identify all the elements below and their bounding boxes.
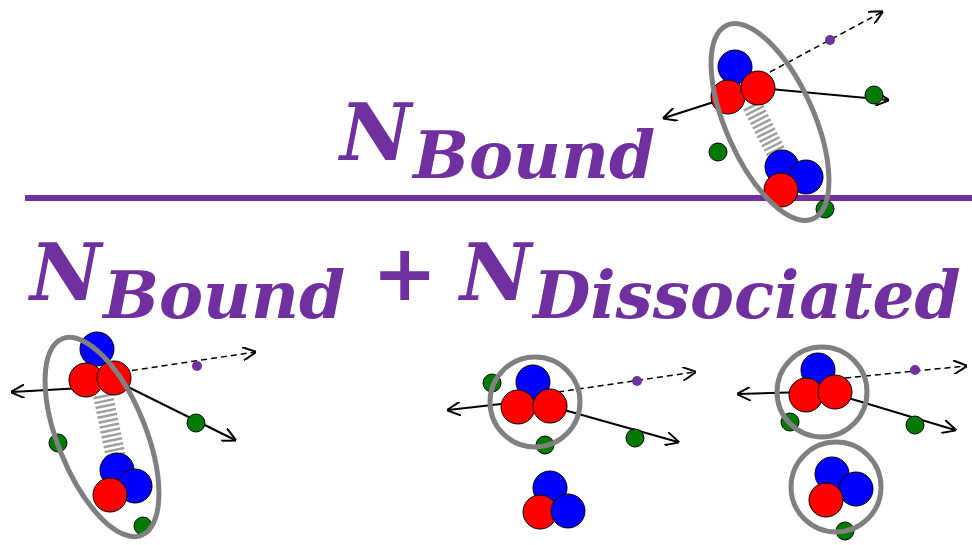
- variable-symbol: N: [340, 94, 411, 172]
- plus-sign: +: [372, 234, 437, 312]
- bound-pair: [741, 71, 775, 105]
- dissociated-pair: [448, 357, 695, 529]
- variable-symbol: N: [460, 234, 531, 312]
- dissociated-pair: [791, 442, 881, 532]
- dissociated-pair: [550, 406, 678, 442]
- bound-pair: [825, 35, 835, 45]
- dissociated-pair: [738, 347, 966, 540]
- dissociated-pair: [626, 429, 644, 447]
- bound-pair: [122, 352, 255, 372]
- dissociated-pair: [839, 472, 873, 506]
- bound-pair: [114, 380, 235, 440]
- bound-pair: [93, 478, 127, 512]
- bound-pair: [12, 322, 255, 545]
- dissociated-pair: [533, 389, 567, 423]
- dissociated-pair: [490, 357, 580, 447]
- bound-pair: [21, 322, 182, 545]
- dissociated-pair: [501, 390, 535, 424]
- dissociated-pair: [809, 483, 843, 517]
- dissociated-pair: [777, 347, 867, 437]
- dissociated-pair: [818, 375, 852, 409]
- subscript: Bound: [413, 122, 655, 188]
- bound-pair: [664, 7, 888, 236]
- bound-pair: [187, 414, 205, 432]
- bound-pair: [709, 143, 727, 161]
- bound-pair: [192, 361, 202, 371]
- dissociated-pair: [910, 365, 920, 375]
- bound-pair: [865, 86, 883, 104]
- bound-pair: [687, 7, 854, 236]
- dissociated-pair: [906, 416, 924, 434]
- subscript: Bound: [103, 262, 345, 328]
- dissociated-pair: [551, 494, 585, 528]
- subscript: Dissociated: [533, 262, 960, 328]
- variable-symbol: N: [30, 234, 101, 312]
- bound-pair: [103, 395, 116, 458]
- dissociated-pair: [632, 376, 642, 386]
